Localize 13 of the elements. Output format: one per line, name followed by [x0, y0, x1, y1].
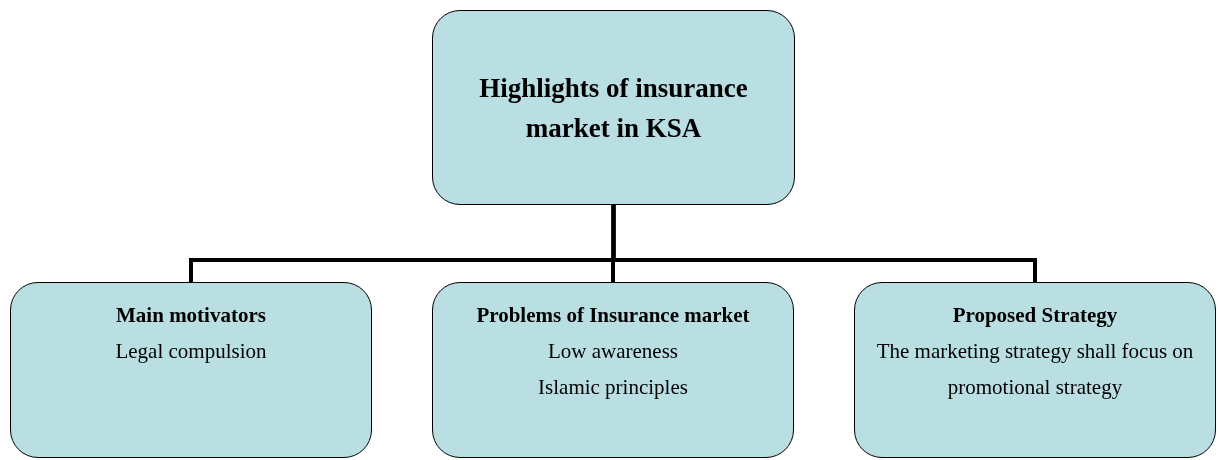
heading: Proposed Strategy	[952, 302, 1118, 329]
topic-box	[10, 282, 372, 458]
body-text: Low awareness	[548, 338, 678, 365]
heading: Highlights of insurance market in KSA	[478, 71, 749, 145]
topic-box	[432, 282, 794, 458]
topic-box	[854, 282, 1216, 458]
body-text: Islamic principles	[538, 374, 688, 401]
heading: Main motivators	[116, 302, 266, 329]
heading: Problems of Insurance market	[476, 302, 750, 329]
connector-line	[611, 205, 1037, 282]
title-box	[432, 10, 795, 205]
body-text: The marketing strategy shall focus on promotional strategy	[875, 338, 1195, 401]
body-text: Legal compulsion	[115, 338, 267, 365]
